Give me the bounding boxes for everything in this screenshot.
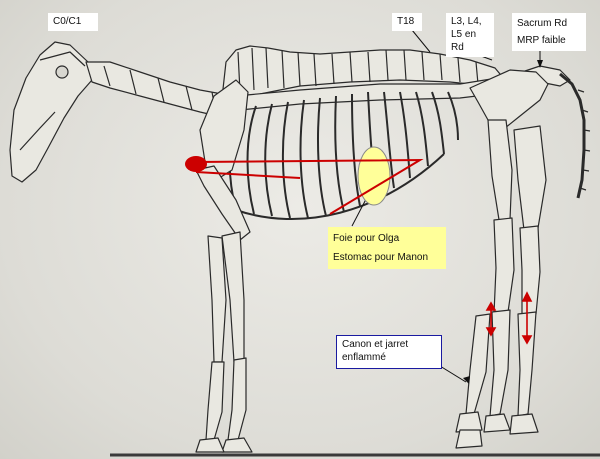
label-canon-line-2: enflammé bbox=[342, 352, 386, 363]
red-marker-spot bbox=[185, 156, 207, 172]
red-triangle-line bbox=[195, 158, 424, 215]
label-sacrum-line-2: MRP faible bbox=[517, 35, 566, 46]
pelvis bbox=[469, 69, 549, 133]
organ-highlight-ellipse bbox=[357, 146, 391, 206]
label-organs: Foie pour Olga Estomac pour Manon bbox=[328, 227, 446, 269]
pointer-t18 bbox=[411, 29, 431, 53]
label-t18: T18 bbox=[392, 13, 422, 31]
label-organs-line-2: Estomac pour Manon bbox=[333, 252, 429, 263]
label-lumbar-line-3: Rd bbox=[451, 42, 464, 53]
label-canon-jarret: Canon et jarret enflammé bbox=[336, 335, 442, 369]
skull bbox=[9, 41, 93, 183]
label-canon-line-1: Canon et jarret bbox=[342, 339, 409, 350]
label-c0-c1: C0/C1 bbox=[48, 13, 98, 31]
humerus bbox=[195, 165, 251, 241]
red-annotations bbox=[195, 158, 424, 215]
label-lumbar: L3, L4, L5 en Rd bbox=[446, 13, 494, 57]
label-sacrum: Sacrum Rd MRP faible bbox=[512, 13, 586, 51]
label-sacrum-line-1: Sacrum Rd bbox=[517, 18, 568, 29]
tail bbox=[559, 72, 586, 199]
label-lumbar-line-1: L3, L4, bbox=[451, 16, 482, 27]
pointer-canon bbox=[439, 365, 467, 383]
red-lower-line bbox=[195, 171, 301, 179]
hind-leg-right bbox=[513, 125, 547, 231]
label-organs-line-1: Foie pour Olga bbox=[333, 233, 400, 244]
label-lumbar-line-2: L5 en bbox=[451, 29, 477, 40]
front-leg-right bbox=[207, 235, 227, 363]
hind-tibia bbox=[493, 217, 515, 315]
rib-cage bbox=[228, 91, 459, 220]
femur bbox=[487, 119, 513, 227]
